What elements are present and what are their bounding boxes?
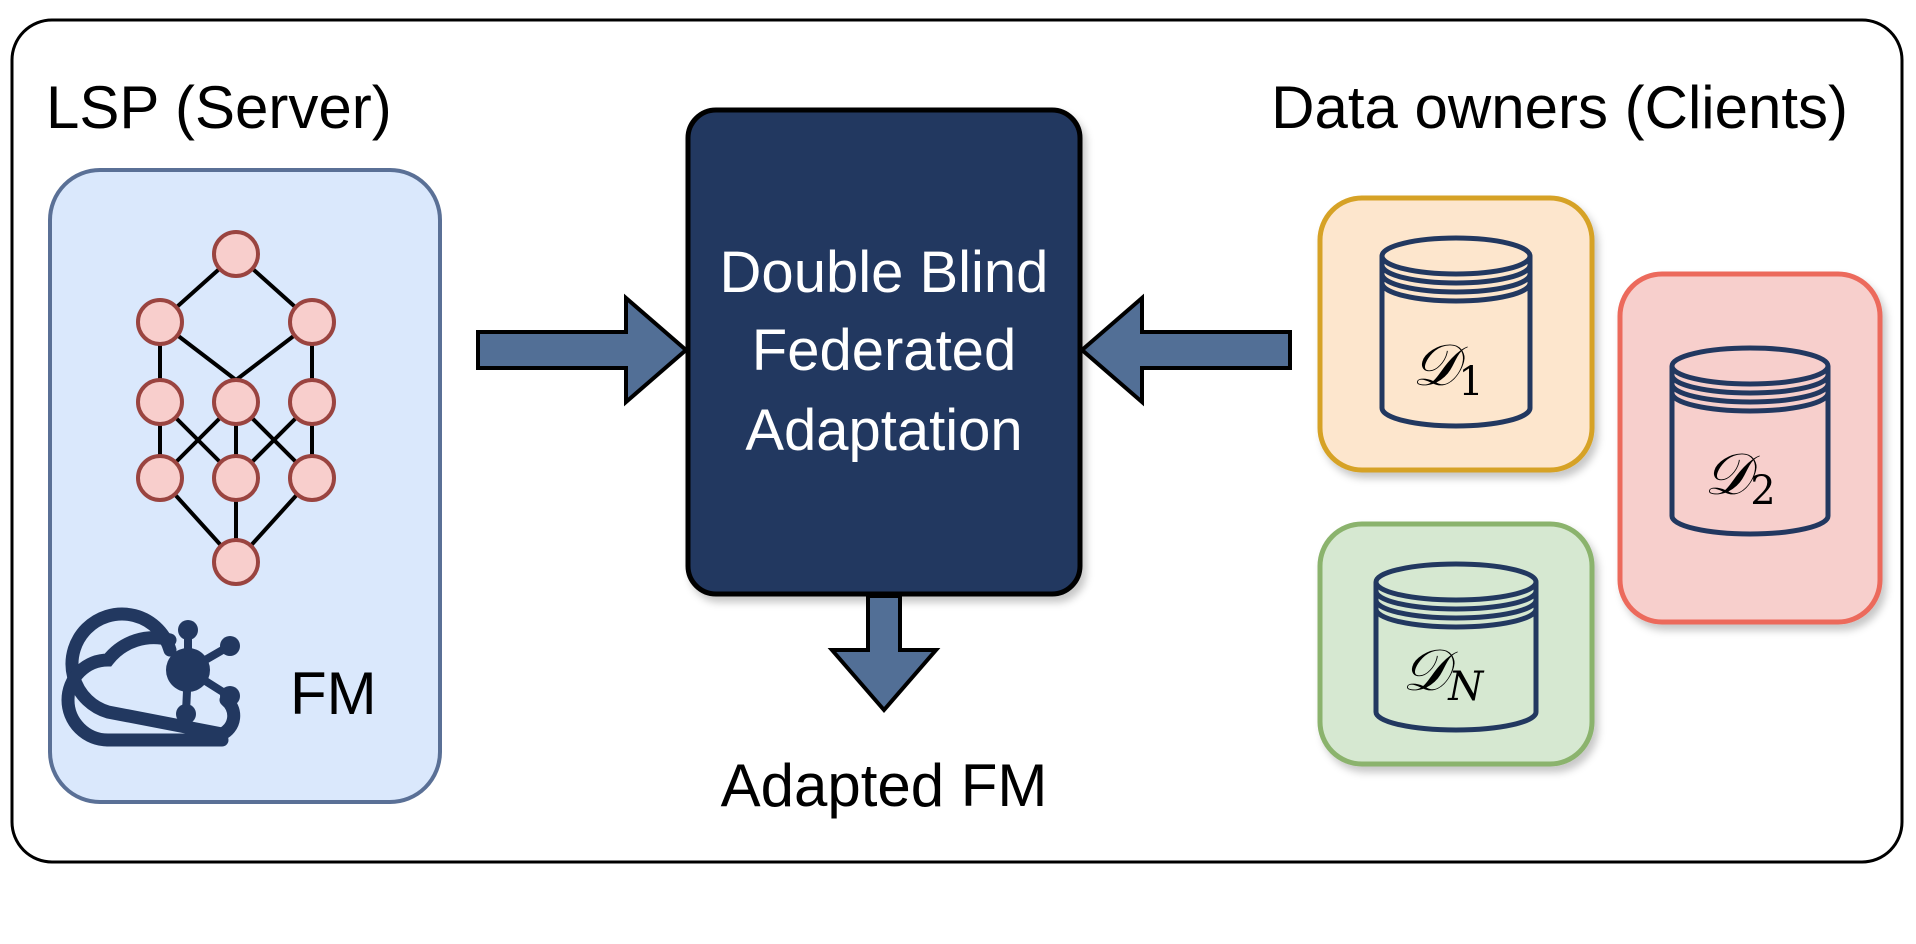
adapted-fm-label: Adapted FM (721, 752, 1048, 819)
cloud-network-icon (61, 607, 241, 747)
center-line-3: Adaptation (745, 398, 1022, 463)
network-node (288, 378, 336, 426)
network-node (288, 298, 336, 346)
client-card-2-panel (1617, 271, 1883, 625)
client-card-2: 𝒟2 (1617, 271, 1883, 625)
hub-icon (166, 620, 240, 724)
network-node (136, 298, 184, 346)
server-to-center-arrow (476, 293, 690, 407)
database-icon (1373, 561, 1539, 733)
network-node (212, 538, 260, 586)
database-icon (1669, 345, 1831, 537)
client-card-1-panel (1317, 195, 1595, 473)
clients-title: Data owners (Clients) (1271, 74, 1848, 141)
center-line-1: Double Blind (720, 240, 1049, 305)
neural-network-icon (136, 230, 336, 586)
database-icon (1379, 235, 1533, 429)
clients-to-center-arrow (1078, 293, 1292, 407)
output-arrow (827, 594, 941, 714)
network-node (136, 378, 184, 426)
network-node (212, 230, 260, 278)
fm-label: FM (290, 660, 377, 727)
network-node (288, 454, 336, 502)
client-n-symbol: 𝒟N (1402, 636, 1485, 710)
server-title: LSP (Server) (46, 74, 392, 141)
client-card-1: 𝒟1 (1317, 195, 1595, 473)
network-node (212, 378, 260, 426)
network-node (136, 454, 184, 502)
client-card-n: 𝒟N (1317, 521, 1595, 767)
center-line-2: Federated (752, 318, 1016, 383)
network-node (212, 454, 260, 502)
client-card-n-panel (1317, 521, 1595, 767)
client-1-symbol: 𝒟1 (1412, 331, 1484, 405)
